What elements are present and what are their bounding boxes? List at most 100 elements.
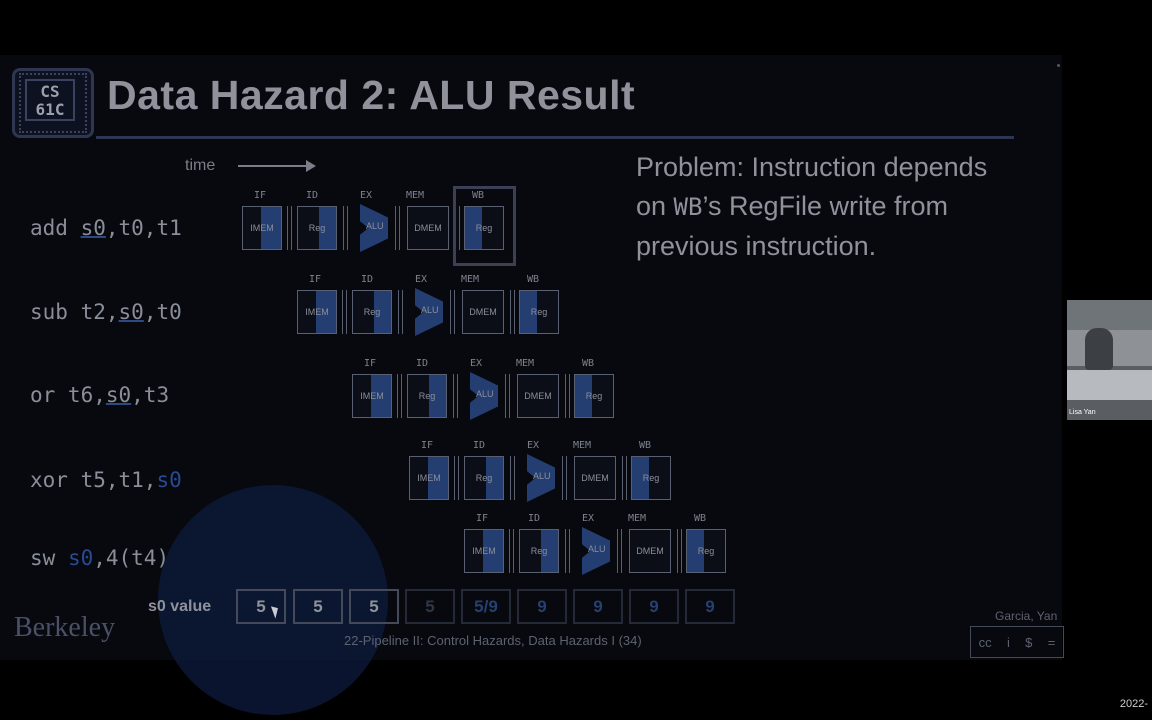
video-thumbnail[interactable]: Lisa Yan [1067, 300, 1152, 420]
pipeline-register [677, 529, 682, 573]
problem-line-2: on WB’s RegFile write from [636, 191, 949, 221]
pipeline-register [342, 290, 347, 334]
stage-label-ex: EX [527, 440, 540, 451]
logo-text: CS 61C [25, 79, 75, 121]
pipeline-register [395, 206, 400, 250]
stage-label-if: IF [309, 274, 322, 285]
stage-label-id: ID [528, 513, 541, 524]
wb-highlight-box [453, 186, 516, 266]
pipeline-register [454, 456, 459, 500]
dmem-block: DMEM [517, 374, 559, 418]
s0-value-label: s0 value [148, 598, 212, 615]
instruction-or: or t6,s0,t3 [30, 383, 170, 407]
slide-footer: 22-Pipeline II: Control Hazards, Data Ha… [344, 633, 642, 648]
pointer-dot [1057, 64, 1060, 67]
pipeline-register [453, 374, 458, 418]
stage-label-mem: MEM [406, 190, 425, 201]
stage-label-if: IF [254, 190, 267, 201]
imem-block: IMEM [409, 456, 449, 500]
stage-label-ex: EX [470, 358, 483, 369]
date-stamp: 2022- [1119, 698, 1148, 710]
instruction-sub: sub t2,s0,t0 [30, 300, 182, 324]
regfile-read-block: Reg [352, 290, 392, 334]
regfile-read-block: Reg [407, 374, 447, 418]
alu-block: ALU [527, 454, 555, 502]
dmem-block: DMEM [574, 456, 616, 500]
pipeline-register [397, 374, 402, 418]
regfile-read-block: Reg [519, 529, 559, 573]
imem-block: IMEM [352, 374, 392, 418]
problem-line-3: previous instruction. [636, 231, 877, 261]
stage-label-wb: WB [527, 274, 540, 285]
stage-label-ex: EX [415, 274, 428, 285]
regfile-write-block: Reg [686, 529, 726, 573]
s0-value-cell: 5 [349, 589, 399, 624]
pipeline-register [562, 456, 567, 500]
regfile-read-block: Reg [464, 456, 504, 500]
stage-label-wb: WB [639, 440, 652, 451]
regfile-write-block: Reg [519, 290, 559, 334]
problem-line-1: Problem: Instruction depends [636, 152, 988, 182]
stage-label-mem: MEM [461, 274, 480, 285]
stage-label-ex: EX [582, 513, 595, 524]
s0-value-cell: 5 [405, 589, 455, 624]
stage-label-mem: MEM [516, 358, 535, 369]
stage-label-wb: WB [472, 190, 485, 201]
stage-label-id: ID [306, 190, 319, 201]
instruction-sw: sw s0,4(t4) [30, 546, 170, 570]
s0-value-cell: 9 [517, 589, 567, 624]
speaker-name: Lisa Yan [1069, 409, 1096, 416]
berkeley-logo: Berkeley [14, 612, 116, 643]
imem-block: IMEM [242, 206, 282, 250]
pipeline-register [509, 529, 514, 573]
pipeline-register [398, 290, 403, 334]
stage-label-id: ID [416, 358, 429, 369]
s0-value-cell: 5 [293, 589, 343, 624]
stage-label-mem: MEM [628, 513, 647, 524]
alu-block: ALU [470, 372, 498, 420]
stage-label-wb: WB [694, 513, 707, 524]
regfile-read-block: Reg [297, 206, 337, 250]
alu-block: ALU [415, 288, 443, 336]
pipeline-register [565, 374, 570, 418]
pipeline-register [510, 456, 515, 500]
regfile-write-block: Reg [631, 456, 671, 500]
stage-label-if: IF [364, 358, 377, 369]
problem-statement: Problem: Instruction depends on WB’s Reg… [636, 148, 1056, 266]
dmem-block: DMEM [407, 206, 449, 250]
time-arrow-icon [238, 160, 316, 172]
instruction-xor: xor t5,t1,s0 [30, 468, 182, 492]
pipeline-register [617, 529, 622, 573]
imem-block: IMEM [464, 529, 504, 573]
stage-label-ex: EX [360, 190, 373, 201]
cs61c-logo: CS 61C [12, 68, 94, 138]
pipeline-register [505, 374, 510, 418]
stage-label-mem: MEM [573, 440, 592, 451]
title-rule [96, 136, 1014, 139]
pipeline-register [510, 290, 515, 334]
alu-block: ALU [360, 204, 388, 252]
slide-title: Data Hazard 2: ALU Result [107, 72, 636, 118]
s0-value-cell: 5/9 [461, 589, 511, 624]
stage-label-wb: WB [582, 358, 595, 369]
pipeline-register [287, 206, 292, 250]
dmem-block: DMEM [629, 529, 671, 573]
dmem-block: DMEM [462, 290, 504, 334]
s0-value-cell: 9 [685, 589, 735, 624]
stage-label-id: ID [473, 440, 486, 451]
s0-value-cell: 5 [236, 589, 286, 624]
regfile-write-block: Reg [574, 374, 614, 418]
regfile-write-block: Reg [464, 206, 504, 250]
stage-label-if: IF [421, 440, 434, 451]
pipeline-register [343, 206, 348, 250]
s0-value-cell: 9 [629, 589, 679, 624]
time-label: time [185, 157, 216, 174]
pipeline-register [622, 456, 627, 500]
stage-label-if: IF [476, 513, 489, 524]
instruction-add: add s0,t0,t1 [30, 216, 182, 240]
speaker-avatar [1085, 328, 1113, 370]
pipeline-register [565, 529, 570, 573]
pipeline-register [450, 290, 455, 334]
stage-label-id: ID [361, 274, 374, 285]
